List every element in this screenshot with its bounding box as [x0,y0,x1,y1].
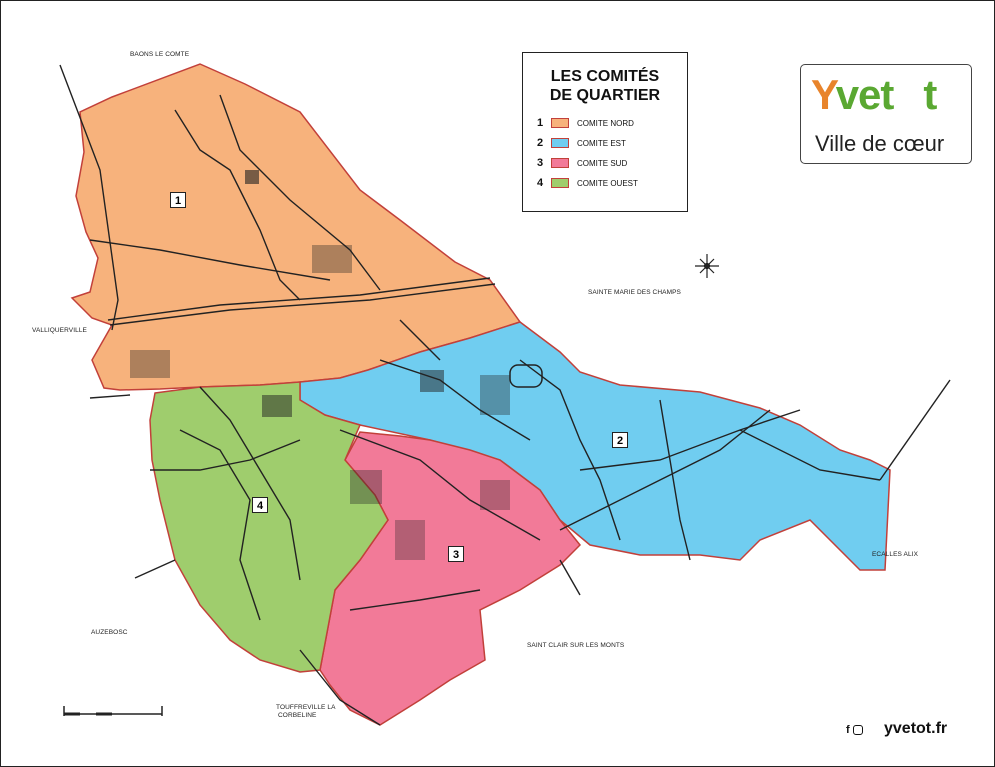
legend-title: LES COMITÉS DE QUARTIER [523,67,687,105]
legend-label: COMITE NORD [577,118,634,128]
legend-swatch [551,178,569,188]
logo-letter-y: Y [811,71,837,118]
place-saint-clair: SAINT CLAIR SUR LES MONTS [527,642,625,649]
legend-label: COMITE EST [577,138,626,148]
legend-item: 2 COMITE EST [537,133,687,153]
legend-swatch [551,158,569,168]
logo-letter-t: t [923,71,937,118]
zone-label-est: 2 [612,432,628,448]
legend-rows: 1 COMITE NORD 2 COMITE EST 3 COMITE SUD … [523,113,687,193]
place-valliquerville: VALLIQUERVILLE [32,327,87,334]
legend-box: LES COMITÉS DE QUARTIER 1 COMITE NORD 2 … [522,52,688,212]
legend-title-line2: DE QUARTIER [549,87,661,104]
logo-subtitle: Ville de cœur [815,131,945,156]
building-blocks [130,170,543,560]
zone-ouest[interactable] [149,381,389,673]
place-auzebosc: AUZEBOSC [91,629,128,636]
website-link[interactable]: yvetot.fr [884,720,948,737]
scale-bar [63,706,163,716]
place-touffreville-2: CORBELINE [278,712,317,719]
legend-label: COMITE OUEST [577,178,638,188]
place-baons-le-comte: BAONS LE COMTE [130,51,190,58]
legend-item: 3 COMITE SUD [537,153,687,173]
social-icons: f [846,724,863,736]
legend-item: 1 COMITE NORD [537,113,687,133]
compass-rose-icon [695,254,719,278]
place-touffreville-1: TOUFFREVILLE LA [276,704,336,711]
facebook-icon[interactable]: f [846,724,850,736]
legend-swatch [551,138,569,148]
legend-number: 2 [537,137,544,149]
legend-title-line1: LES COMITÉS [550,68,660,85]
instagram-icon[interactable] [852,725,863,736]
legend-number: 1 [537,117,544,129]
zone-nord[interactable] [70,63,522,391]
road-network [59,64,951,726]
place-ecalles-alix: ECALLES ALIX [872,551,919,558]
legend-swatch [551,118,569,128]
zone-label-sud: 3 [448,546,464,562]
place-sainte-marie-des-champs: SAINTE MARIE DES CHAMPS [588,289,681,296]
logo-letters-vet: vet [835,71,895,118]
zone-label-ouest: 4 [252,497,268,513]
legend-number: 4 [537,177,544,189]
legend-item: 4 COMITE OUEST [537,173,687,193]
legend-number: 3 [537,157,544,169]
legend-label: COMITE SUD [577,158,628,168]
zone-label-nord: 1 [170,192,186,208]
